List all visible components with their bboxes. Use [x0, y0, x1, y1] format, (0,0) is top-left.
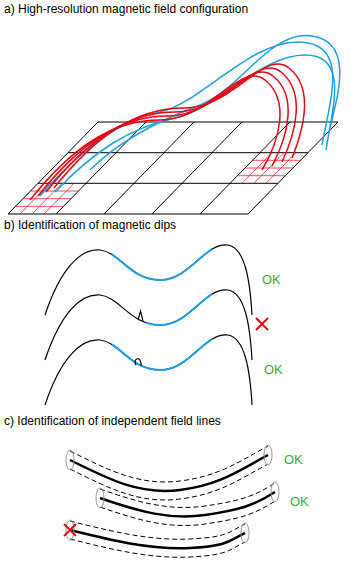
reject-cross — [256, 318, 268, 330]
status-label: OK — [284, 452, 303, 468]
status-label: OK — [262, 272, 281, 288]
panel-heading: a) High-resolution magnetic field config… — [4, 2, 248, 16]
status-label: OK — [264, 362, 283, 378]
dip-curve — [45, 245, 252, 405]
panel-heading: c) Identification of independent field l… — [4, 414, 221, 428]
status-label: OK — [290, 494, 309, 510]
coarse-grid — [8, 122, 338, 214]
field-line-blue — [40, 36, 340, 196]
reject-cross — [64, 524, 76, 536]
field-line-red — [30, 64, 304, 200]
panel-heading: b) Identification of magnetic dips — [4, 218, 176, 232]
flux-tube — [66, 445, 279, 557]
